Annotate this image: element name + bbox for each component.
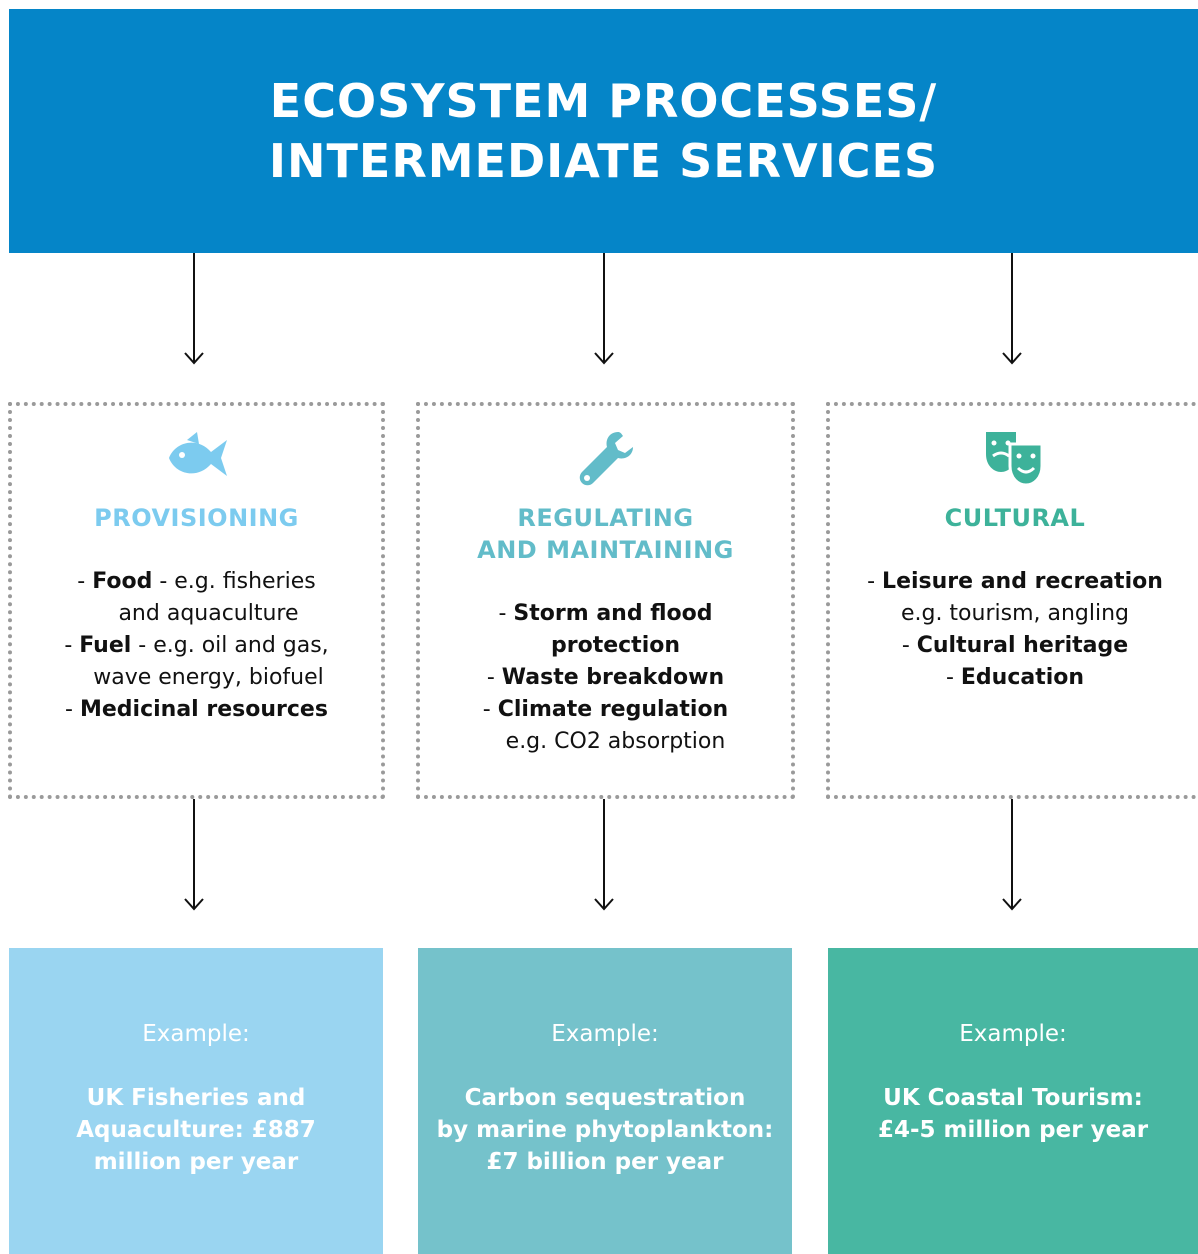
example-label: Example: <box>142 1021 250 1047</box>
cultural-title: CULTURAL <box>830 502 1198 534</box>
provisioning-list: - Food - e.g. fisheries and aquaculture … <box>12 566 381 726</box>
regulating-title: REGULATING AND MAINTAINING <box>420 502 791 566</box>
regulating-list: - Storm and flood protection - Waste bre… <box>420 598 791 758</box>
header-title-line-2: INTERMEDIATE SERVICES <box>268 134 939 188</box>
list-item: and aquaculture <box>118 601 299 626</box>
list-item: - Waste breakdown <box>486 665 725 690</box>
regulating-title-line: AND MAINTAINING <box>477 536 734 564</box>
provisioning-box: PROVISIONING - Food - e.g. fisheries and… <box>8 402 385 799</box>
list-item: - Food - e.g. fisheries <box>77 569 316 594</box>
list-item: - Storm and flood <box>498 601 713 626</box>
example-value: UK Fisheries and Aquaculture: £887 milli… <box>76 1085 316 1175</box>
arrow-down-icon <box>1000 799 1024 911</box>
example-label: Example: <box>959 1021 1067 1047</box>
example-value: UK Coastal Tourism: £4-5 million per yea… <box>877 1085 1149 1143</box>
arrow-down-icon <box>182 799 206 911</box>
cultural-box: CULTURAL - Leisure and recreation e.g. t… <box>826 402 1198 799</box>
header-title-line-1: ECOSYSTEM PROCESSES/ <box>269 74 938 128</box>
header-banner: ECOSYSTEM PROCESSES/ INTERMEDIATE SERVIC… <box>9 9 1198 253</box>
arrow-down-icon <box>592 253 616 365</box>
list-item: e.g. tourism, angling <box>900 601 1130 626</box>
list-item: - Medicinal resources <box>65 697 328 722</box>
provisioning-title-line: PROVISIONING <box>94 504 299 532</box>
list-item: wave energy, biofuel <box>93 665 324 690</box>
list-item: - Climate regulation <box>482 697 729 722</box>
cultural-list: - Leisure and recreation e.g. tourism, a… <box>830 566 1198 694</box>
list-item: - Cultural heritage <box>901 633 1129 658</box>
regulating-box: REGULATING AND MAINTAINING - Storm and f… <box>416 402 795 799</box>
provisioning-title: PROVISIONING <box>12 502 381 534</box>
list-item: protection <box>550 633 681 658</box>
list-item: - Education <box>945 665 1085 690</box>
cultural-title-line: CULTURAL <box>944 504 1086 532</box>
arrow-down-icon <box>1000 253 1024 365</box>
theatre-masks-icon <box>830 428 1198 488</box>
wrench-icon <box>420 428 791 488</box>
example-label: Example: <box>551 1021 659 1047</box>
fisheries-example-box: Example: UK Fisheries and Aquaculture: £… <box>9 948 383 1254</box>
list-item: e.g. CO2 absorption <box>505 729 726 754</box>
arrow-down-icon <box>182 253 206 365</box>
example-value: Carbon sequestration by marine phytoplan… <box>436 1085 774 1175</box>
list-item: - Leisure and recreation <box>867 569 1163 594</box>
carbon-example-box: Example: Carbon sequestration by marine … <box>418 948 792 1254</box>
arrow-down-icon <box>592 799 616 911</box>
fish-icon <box>12 428 381 488</box>
tourism-example-box: Example: UK Coastal Tourism: £4-5 millio… <box>828 948 1198 1254</box>
regulating-title-line: REGULATING <box>517 504 694 532</box>
list-item: - Fuel - e.g. oil and gas, <box>64 633 329 658</box>
